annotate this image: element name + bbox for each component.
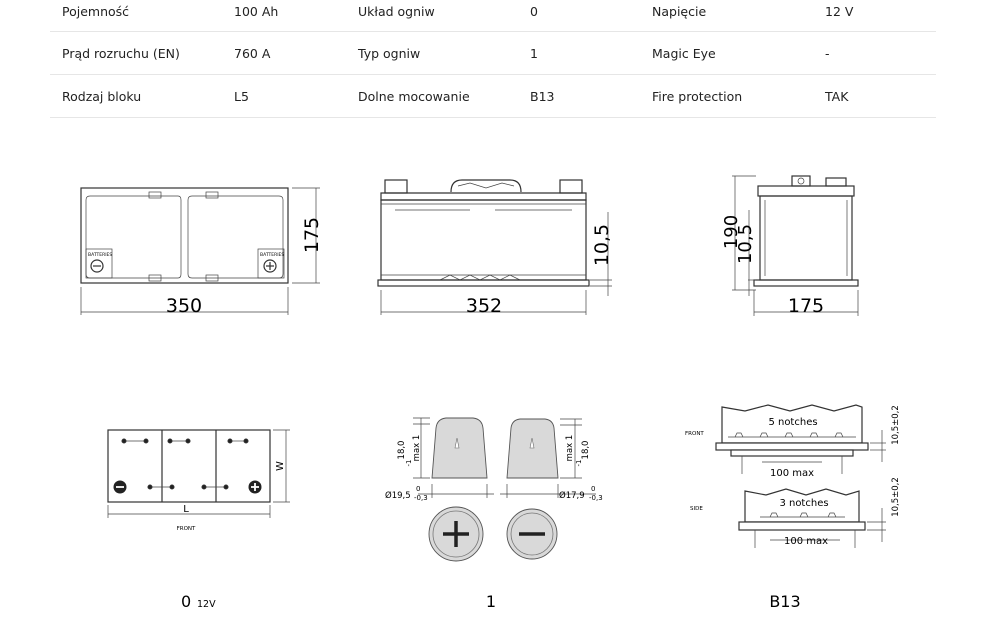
spec-value: B13 xyxy=(530,89,555,104)
front-notches: 5 notches xyxy=(768,417,817,428)
plus-terminal-icon xyxy=(248,480,262,494)
pos-height-tol: -1 xyxy=(405,460,413,467)
side-label: SIDE xyxy=(690,506,703,512)
plus-terminal-icon xyxy=(428,506,484,562)
spec-label: Rodzaj bloku xyxy=(62,89,142,104)
plus-terminal-icon xyxy=(263,259,277,273)
negative-post xyxy=(506,418,559,479)
neg-max: max 1 xyxy=(565,435,575,462)
end-width-dimension: 175 xyxy=(788,295,824,317)
spec-row: Rodzaj bloku L5 Dolne mocowanie B13 Fire… xyxy=(50,75,936,118)
spec-label: Napięcie xyxy=(652,4,707,19)
front-label: FRONT xyxy=(177,526,196,532)
pos-height: 18,0 xyxy=(397,441,407,460)
spec-label: Magic Eye xyxy=(652,46,716,61)
spec-row: Prąd rozruchu (EN) 760 A Typ ogniw 1 Mag… xyxy=(50,32,936,75)
pos-diameter: Ø19,5 xyxy=(385,490,411,501)
positive-post xyxy=(431,417,488,479)
pos-diameter-tol-top: 0 xyxy=(416,485,420,493)
side-max: 100 max xyxy=(784,536,828,547)
neg-height: 18,0 xyxy=(581,441,591,460)
height-dimension: 190 xyxy=(721,215,742,249)
depth-dimension: 175 xyxy=(301,217,323,253)
neg-diameter-tol-top: 0 xyxy=(591,485,595,493)
battery-end-view: 190 10,5 175 xyxy=(721,175,859,317)
pos-diameter-tol-bot: -0,3 xyxy=(414,494,428,502)
neg-height-tol: -1 xyxy=(575,460,583,467)
front-tolerance: 10,5±0,2 xyxy=(891,405,901,445)
spec-label: Typ ogniw xyxy=(358,46,421,61)
spec-value: 1 xyxy=(530,46,538,61)
spec-table: Pojemność 100 Ah Układ ogniw 0 Napięcie … xyxy=(50,0,936,118)
terminal-tag: BATTERIES xyxy=(260,252,284,258)
side-tolerance: 10,5±0,2 xyxy=(891,477,901,517)
spec-value: L5 xyxy=(234,89,249,104)
minus-terminal-icon xyxy=(113,480,127,494)
width-symbol: W xyxy=(275,461,286,471)
spec-label: Układ ogniw xyxy=(358,4,435,19)
neg-diameter-tol-bot: -0,3 xyxy=(589,494,603,502)
hold-down-caption: B13 xyxy=(769,592,800,611)
spec-label: Pojemność xyxy=(62,4,130,19)
width-dimension: 350 xyxy=(166,295,202,317)
offset-dimension: 10,5 xyxy=(591,224,613,266)
hold-down-diagram: 5 notches FRONT 100 max 10,5±0,2 3 notch… xyxy=(685,404,901,611)
battery-side-view: 352 10,5 xyxy=(377,179,613,317)
spec-value: - xyxy=(825,46,830,61)
spec-value: 100 Ah xyxy=(234,4,279,19)
length-symbol: L xyxy=(183,504,189,515)
layout-caption: 0 xyxy=(181,592,191,611)
minus-terminal-icon xyxy=(506,508,558,560)
length-dimension: 352 xyxy=(466,295,502,317)
terminal-diagram: 18,0 -1 max 1 Ø19,5 0 -0,3 max 1 18,0 -1… xyxy=(385,417,603,611)
spec-value: TAK xyxy=(825,89,849,104)
terminal-caption: 1 xyxy=(486,592,496,611)
spec-value: 12 V xyxy=(825,4,854,19)
spec-value: 760 A xyxy=(234,46,271,61)
neg-diameter: Ø17,9 xyxy=(559,490,585,501)
spec-label: Dolne mocowanie xyxy=(358,89,470,104)
voltage-caption: 12V xyxy=(197,599,216,610)
minus-terminal-icon xyxy=(90,259,104,273)
spec-label: Fire protection xyxy=(652,89,743,104)
battery-top-view: BATTERIES BATTERIES 350 175 xyxy=(80,187,323,317)
front-label: FRONT xyxy=(685,431,704,437)
spec-label: Prąd rozruchu (EN) xyxy=(62,46,180,61)
spec-row: Pojemność 100 Ah Układ ogniw 0 Napięcie … xyxy=(50,0,936,32)
terminal-tag: BATTERIES xyxy=(88,252,112,258)
end-offset-dimension: 10,5 xyxy=(735,224,756,264)
side-notches: 3 notches xyxy=(779,498,828,509)
pos-max: max 1 xyxy=(412,435,422,462)
cell-layout-diagram: L FRONT W 0 12V xyxy=(107,429,290,611)
spec-value: 0 xyxy=(530,4,538,19)
front-max: 100 max xyxy=(770,468,814,479)
